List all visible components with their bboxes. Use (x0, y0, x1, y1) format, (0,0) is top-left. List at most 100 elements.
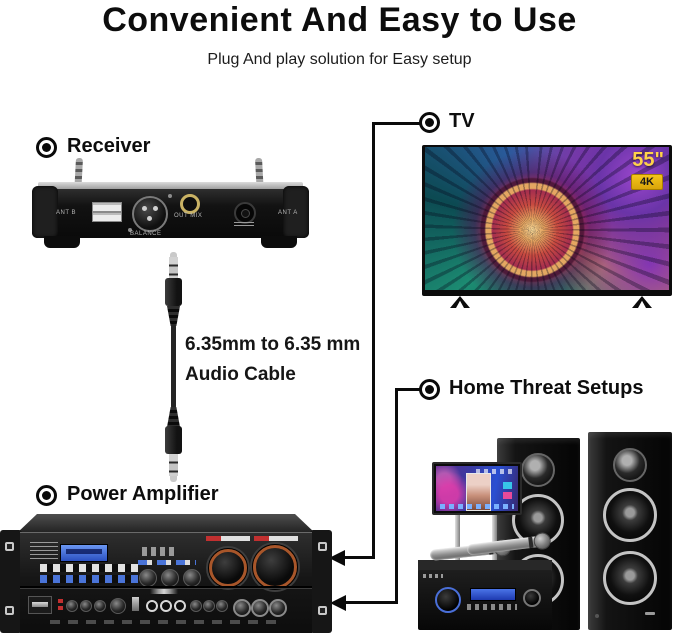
receiver-sticker (92, 202, 122, 212)
speaker-woofer (603, 488, 657, 542)
ht-connector-bottom-segment (342, 601, 398, 604)
out-mix-label: OUT MIX (174, 213, 203, 219)
amp-tone-knob (233, 599, 251, 617)
plug-tip-bottom (170, 476, 177, 482)
amp-top-face (16, 514, 316, 534)
amp-knob (183, 569, 201, 587)
amp-small-knob (94, 600, 106, 612)
tv-connector-vertical-segment (372, 122, 375, 559)
amp-bottom-labels (50, 620, 280, 624)
left-arrow-icon (329, 550, 345, 566)
ht-connector-vertical-segment (395, 388, 398, 604)
amp-small-knob (66, 600, 78, 612)
amp-model-text (30, 542, 58, 560)
amp-input-jack (146, 600, 158, 612)
amp-small-knob (190, 600, 202, 612)
rack-screw (318, 542, 327, 551)
plug-shaft-bottom (169, 454, 178, 476)
xlr-balance-connector (132, 196, 168, 232)
amp-input-jack (174, 600, 186, 612)
amp-knob (161, 569, 179, 587)
karaoke-amp-display (470, 588, 516, 601)
cable-caption-line2: Audio Cable (185, 364, 296, 385)
receiver-top-edge (38, 182, 303, 191)
page-title: Convenient And Easy to Use (102, 1, 577, 39)
receiver-foot-right (261, 236, 297, 248)
amp-button-row-bottom (40, 575, 138, 583)
amp-input-jack (160, 600, 172, 612)
music-volume-knob (250, 542, 300, 592)
receiver-corner-right (283, 186, 309, 238)
speaker-woofer (603, 551, 657, 605)
karaoke-tile (503, 492, 512, 499)
tv-connector-top-segment (372, 122, 422, 125)
dc-power-port (234, 202, 256, 224)
plug-shaft-top (169, 257, 178, 279)
speaker-port (595, 614, 599, 618)
karaoke-amplifier (418, 570, 552, 630)
amp-center-logo (150, 589, 178, 594)
out-mix-jack (180, 194, 200, 214)
karaoke-button-row (440, 504, 514, 509)
ant-a-label: ANT A (278, 210, 298, 216)
plug-ribs-bottom (167, 407, 180, 427)
tv-image: 55" 4K (422, 145, 672, 310)
amp-brand-logo (142, 547, 178, 556)
amp-small-knob (216, 600, 228, 612)
cable-caption-line1: 6.35mm to 6.35 mm (185, 334, 361, 355)
home-theater-image (395, 400, 679, 633)
page-subtitle: Plug And play solution for Easy setup (207, 51, 472, 68)
speaker-tweeter (521, 453, 555, 487)
music-vol-label (254, 536, 298, 541)
tv-label: TV (449, 110, 475, 132)
power-amplifier-image (0, 514, 332, 633)
bullet-icon (419, 379, 440, 400)
amp-knob-labels (138, 560, 196, 565)
cable-cord (171, 324, 176, 409)
amp-tone-knob (251, 599, 269, 617)
tv-connector-bottom-segment (341, 556, 375, 559)
rack-screw (318, 606, 327, 615)
karaoke-amp-knob (435, 587, 461, 613)
amp-button-row-top (40, 564, 138, 572)
receiver-label: Receiver (67, 135, 151, 157)
plug-ribs-top (167, 306, 180, 326)
karaoke-monitor (432, 462, 522, 515)
karaoke-amp-logo (423, 574, 443, 578)
karaoke-screen (436, 466, 518, 511)
karaoke-amp-top (418, 560, 552, 572)
amp-medium-knob (110, 598, 126, 614)
mic-volume-knob (206, 546, 250, 590)
plug-tip-top (170, 252, 177, 258)
amp-lcd-display (60, 544, 108, 562)
plug-body-bottom (165, 426, 182, 454)
tv-4k-badge: 4K (630, 174, 663, 190)
rack-screw (5, 542, 14, 551)
bullet-icon (36, 137, 57, 158)
karaoke-amp-knob (523, 589, 541, 607)
xlr-screw (168, 194, 172, 198)
rack-screw (5, 606, 14, 615)
amplifier-label: Power Amplifier (67, 483, 219, 505)
speaker-brand-logo (645, 612, 655, 615)
karaoke-amp-buttons (467, 604, 517, 610)
amp-tone-knob (269, 599, 287, 617)
receiver-image: ANT B BALANCE OUT MIX ANT A (28, 157, 313, 253)
amp-panel-divider (20, 586, 312, 589)
amp-small-knob (203, 600, 215, 612)
dc-port-markings (234, 222, 254, 228)
amp-warning-marks (58, 599, 63, 610)
amp-small-knob (80, 600, 92, 612)
left-arrow-icon (330, 595, 346, 611)
monitor-stand-pole (455, 515, 460, 570)
receiver-corner-left (32, 186, 58, 238)
bullet-icon (419, 112, 440, 133)
tv-size-text: 55" (632, 149, 664, 171)
xlr-screw (128, 228, 132, 232)
plug-body-top (165, 278, 182, 306)
tv-screen (425, 147, 669, 290)
receiver-foot-left (44, 236, 80, 248)
balance-label: BALANCE (130, 231, 162, 237)
mic-vol-label (206, 536, 250, 541)
